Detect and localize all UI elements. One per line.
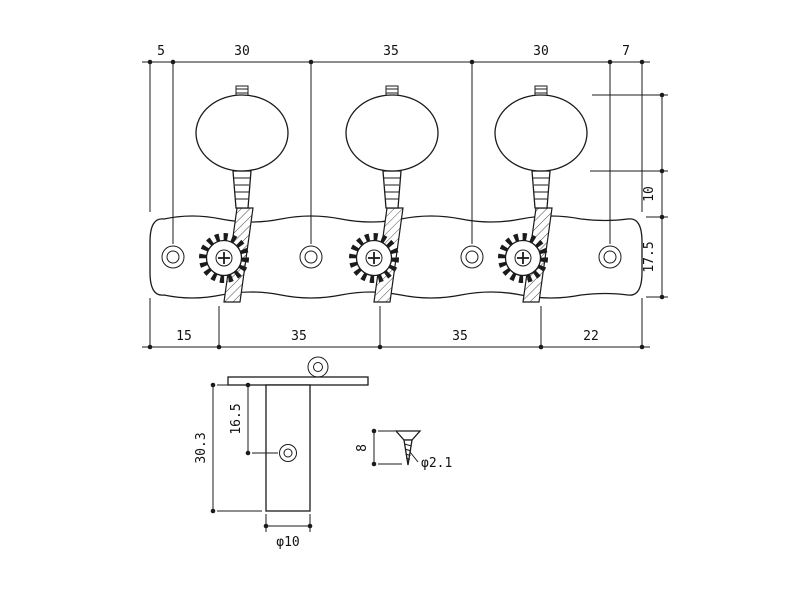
gear-screw-head	[514, 249, 532, 267]
dimension-dot	[607, 59, 613, 65]
leader-line	[409, 451, 419, 463]
dimension-dot	[147, 344, 153, 350]
dimension-dot	[659, 294, 665, 300]
worm-gear	[199, 233, 249, 283]
dimension-dot	[245, 382, 251, 388]
dimension-dot	[216, 344, 222, 350]
right-dimension-chain: 10 17.5	[590, 92, 668, 300]
dimension-dot	[307, 523, 313, 529]
worm-gear	[349, 233, 399, 283]
gear-screw-head	[365, 249, 383, 267]
dimension-dot	[639, 344, 645, 350]
screw-thread	[404, 443, 412, 447]
dim-label-bottom-0: 15	[176, 329, 192, 344]
screw-hole-4-inner	[603, 250, 617, 264]
dimension-dot	[371, 461, 377, 467]
plate-screw-holes	[161, 245, 622, 269]
string-barrel	[265, 384, 311, 512]
dim-label-bottom-3: 22	[583, 329, 599, 344]
dim-label-right-1: 17.5	[642, 241, 657, 272]
gear-screw-head	[215, 249, 233, 267]
plate-lug-hole	[313, 362, 323, 372]
dimension-dot	[210, 382, 216, 388]
tuning-button	[195, 94, 289, 172]
button-stem	[531, 170, 551, 209]
dimension-dot	[308, 59, 314, 65]
dim-label-top-3: 30	[533, 44, 549, 59]
gear-teeth	[498, 233, 548, 283]
top-dimension-chain: 5 30 35 30 7	[142, 44, 650, 244]
bottom-dimension-chain: 15 35 35 22	[142, 298, 650, 350]
dim-label-bottom-1: 35	[291, 329, 307, 344]
dimension-dot	[538, 344, 544, 350]
dim-label-barrel-length: 30.3	[194, 432, 209, 463]
tuning-button	[345, 94, 439, 172]
screw-hole-1-inner	[166, 250, 180, 264]
dimension-dot	[639, 59, 645, 65]
button-stem	[232, 170, 252, 209]
screw-hole-4	[598, 245, 622, 269]
string-hole-inner	[283, 448, 293, 458]
dim-label-screw-length: 8	[355, 444, 370, 452]
dimension-dot	[210, 508, 216, 514]
screw-thread	[405, 453, 411, 456]
screw-hole-1	[161, 245, 185, 269]
gear-teeth	[199, 233, 249, 283]
dimension-dot	[659, 214, 665, 220]
dimension-dot	[659, 92, 665, 98]
tuner-unit-1	[195, 85, 289, 303]
dim-label-top-2: 35	[383, 44, 399, 59]
tuning-button	[494, 94, 588, 172]
screw-hole-2	[299, 245, 323, 269]
dim-label-top-0: 5	[157, 44, 165, 59]
dim-label-top-1: 30	[234, 44, 250, 59]
button-stem	[382, 170, 402, 209]
dimension-dot	[371, 428, 377, 434]
dim-label-bottom-2: 35	[452, 329, 468, 344]
dim-label-top-4: 7	[622, 44, 630, 59]
dimension-dot	[147, 59, 153, 65]
dim-label-hole-offset: 16.5	[229, 403, 244, 434]
dimension-dot	[659, 168, 665, 174]
dim-label-right-0: 10	[642, 186, 657, 202]
dimension-dot	[245, 450, 251, 456]
screw-hole-2-inner	[304, 250, 318, 264]
plate-lug	[307, 356, 329, 378]
screw-thread	[404, 448, 412, 452]
tuner-unit-3	[494, 85, 588, 303]
dimension-dot	[377, 344, 383, 350]
string-hole	[279, 444, 297, 462]
screw-hole-3-inner	[465, 250, 479, 264]
screw-head	[394, 430, 422, 441]
dim-label-screw-diameter: φ2.1	[421, 456, 452, 471]
screw-thread	[406, 457, 410, 460]
dimension-dot	[170, 59, 176, 65]
tuner-unit-2	[345, 85, 439, 303]
screw-detail: 8 φ2.1	[355, 428, 452, 471]
screw-hole-3	[460, 245, 484, 269]
side-view-barrel: 30.3 16.5 φ10	[194, 356, 369, 550]
dimension-dot	[263, 523, 269, 529]
dimension-dot	[469, 59, 475, 65]
gear-teeth	[349, 233, 399, 283]
worm-gear	[498, 233, 548, 283]
dim-label-barrel-diameter: φ10	[276, 535, 299, 550]
